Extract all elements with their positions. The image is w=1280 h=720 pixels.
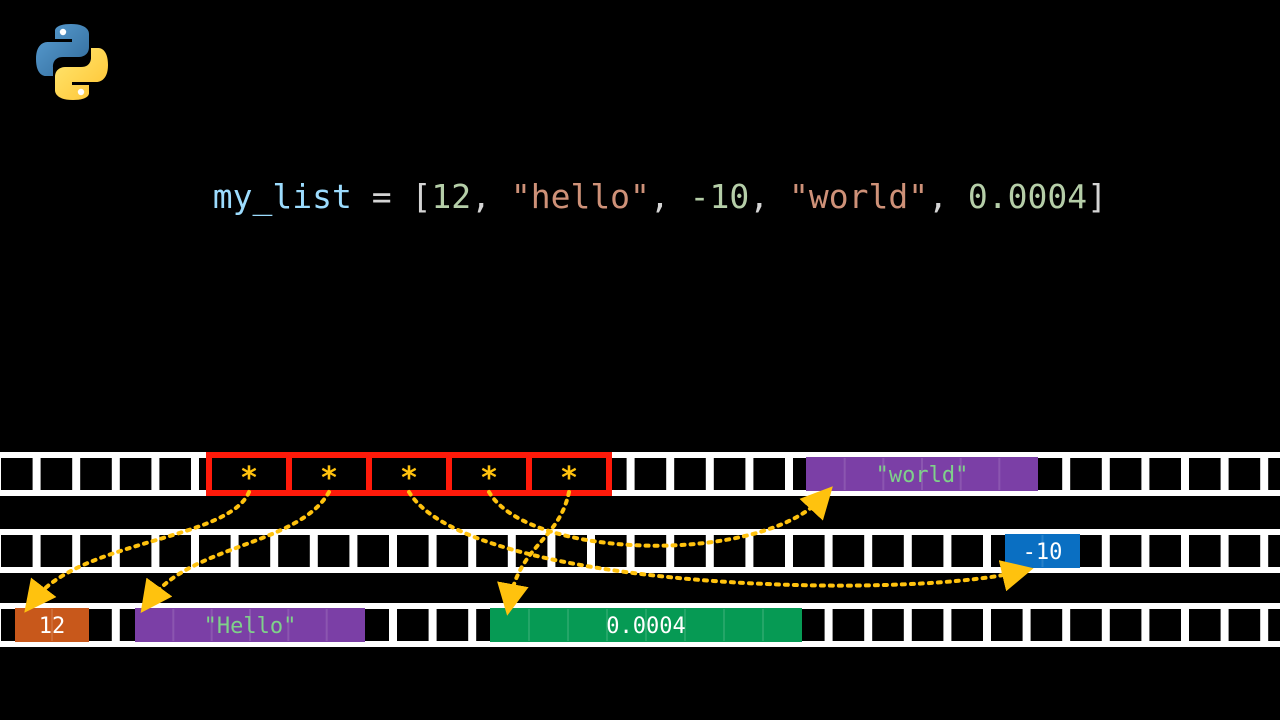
pointer-star: * [480,461,498,496]
memory-cell [159,458,191,490]
memory-cell [1149,609,1181,641]
memory-cell [119,458,152,490]
memory-cell [1228,609,1261,641]
memory-cell [476,535,508,567]
code-separator: , [471,177,511,216]
memory-cell [911,535,944,567]
code-item-12: 12 [431,177,472,216]
block-minus-10-label: -10 [1023,540,1063,565]
pointer-star: * [400,461,418,496]
pointer-cell [206,452,292,496]
memory-cell [1109,609,1142,641]
memory-cell [278,535,310,567]
memory-cell [1189,609,1221,641]
memory-cell [1109,458,1142,490]
memory-cell [832,609,865,641]
pointer-array: * * * * * [206,452,612,496]
memory-cell [911,609,944,641]
memory-cell [357,535,389,567]
block-0-0004-label: 0.0004 [606,614,685,639]
block-12-fill [15,608,89,642]
code-close-bracket: ] [1087,177,1107,216]
pointer-cell [526,452,612,496]
pointer-star: * [320,461,338,496]
block-minus-10: -10 [1005,534,1080,568]
block-12-label: 12 [39,614,66,639]
memory-cell [397,535,429,567]
memory-cell [951,535,983,567]
block-hello: "Hello" [135,608,365,642]
memory-cell [119,535,152,567]
memory-cell [1268,609,1280,641]
memory-cell [634,458,667,490]
memory-cell [634,535,667,567]
code-item-hello: "hello" [510,177,650,216]
memory-cell [872,609,904,641]
memory-cell [674,458,706,490]
memory-cell [1268,535,1280,567]
python-logo-icon [36,24,108,100]
code-item-0-0004: 0.0004 [967,177,1088,216]
code-separator: , [749,177,790,216]
pointer-star: * [560,461,578,496]
memory-cell [397,609,429,641]
memory-cell [753,535,785,567]
code-open-bracket: [ [411,177,432,216]
arrow-to-block-minus-10 [407,490,1034,592]
block-hello-label: "Hello" [204,614,297,639]
arrow-to-block-12 [24,490,251,613]
memory-cell [159,535,191,567]
memory-row-middle [0,529,1280,573]
memory-cell [1189,535,1221,567]
arrow-to-block-world [487,486,833,548]
memory-cell [832,535,865,567]
code-item-world: "world" [789,177,929,216]
memory-cell [1109,535,1142,567]
code-variable: my_list [212,177,352,216]
memory-cell [793,535,825,567]
pointer-arrows [24,486,1034,616]
memory-cell [1030,609,1063,641]
block-0-0004-fill [490,608,802,642]
block-world: "world" [806,457,1038,491]
block-12: 12 [15,608,89,642]
memory-cell [1149,535,1181,567]
memory-cell [951,609,983,641]
memory-cell [317,535,350,567]
memory-cell [1228,458,1261,490]
memory-cell [40,458,73,490]
memory-cell [991,609,1023,641]
memory-cell [1,535,33,567]
memory-cell [753,458,785,490]
arrow-to-block-0-0004 [497,490,571,616]
memory-cell [595,535,627,567]
code-item-minus-10: -10 [689,177,750,216]
code-line: my_list = [12, "hello", -10, "world", 0.… [0,128,1280,220]
memory-cell [1228,535,1261,567]
memory-cell [674,535,706,567]
memory-cell [1189,458,1221,490]
block-hello-fill [135,608,365,642]
block-world-fill [806,457,1038,491]
memory-cell [872,535,904,567]
block-world-label: "world" [876,463,969,488]
memory-cell [436,609,469,641]
memory-cell [436,535,469,567]
code-separator: , [649,177,690,216]
memory-cell [80,458,112,490]
pointer-star: * [240,461,258,496]
memory-cell [1070,609,1102,641]
memory-cell [1,458,33,490]
block-0-0004: 0.0004 [490,608,802,642]
code-separator: , [928,177,968,216]
memory-cell [713,458,746,490]
memory-cell [1070,458,1102,490]
arrow-to-block-hello [140,490,331,613]
memory-row-top [0,452,1280,496]
memory-cell [1149,458,1181,490]
code-equals: = [351,177,412,216]
memory-cell [40,535,73,567]
memory-cell [1268,458,1280,490]
